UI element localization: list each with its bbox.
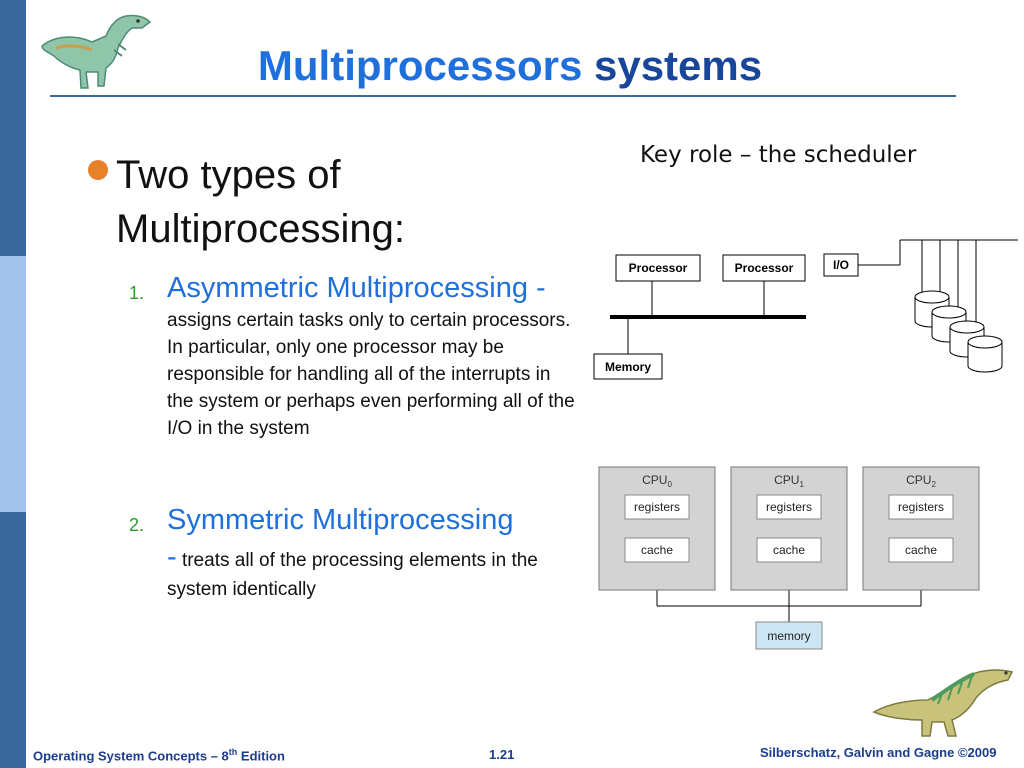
cache-label: cache: [773, 543, 805, 557]
footer-book-title: Operating System Concepts – 8: [33, 748, 229, 764]
dinosaur-icon: [872, 669, 1014, 737]
footer-copyright: Silberschatz, Galvin and Gagne ©2009: [760, 745, 997, 760]
item-number-2: 2.: [129, 515, 145, 535]
page-title: Multiprocessors systems: [150, 40, 870, 92]
memory-box: Memory: [593, 353, 663, 380]
processor-box-1: Processor: [615, 254, 701, 282]
cpu-subscript: 1: [799, 480, 804, 489]
title-part-2: systems: [593, 42, 763, 89]
io-label: I/O: [833, 258, 849, 272]
item-title: Symmetric Multiprocessing: [167, 504, 514, 536]
footer-edition: Edition: [237, 748, 285, 764]
processor-box-2: Processor: [722, 254, 806, 282]
cpu-box-2: CPU2 registers cache: [862, 466, 980, 591]
bus-diagram: Processor Processor I/O Memory: [593, 239, 1018, 380]
cpu-label: CPU: [642, 473, 667, 487]
cpu-subscript: 0: [667, 480, 672, 489]
cache-label: cache: [905, 543, 937, 557]
item-description: certain tasks only to certain processors…: [167, 310, 575, 439]
shared-memory-label: memory: [767, 629, 810, 643]
dinosaur-icon: [41, 14, 152, 89]
page-number: 1.21: [489, 747, 515, 762]
svg-text:CPU2: CPU2: [906, 473, 936, 489]
footer-superscript: th: [228, 747, 238, 757]
registers-label: registers: [898, 500, 944, 514]
list-item: Asymmetric Multiprocessing - assigns cer…: [167, 270, 579, 442]
cpu-label: CPU: [906, 473, 931, 487]
memory-label: Memory: [605, 360, 651, 374]
cache-label: cache: [641, 543, 673, 557]
cpu-box-0: CPU0 registers cache: [598, 466, 716, 591]
sidebar-stripe: [0, 0, 26, 768]
title-part-1: Multiprocessors: [257, 42, 583, 89]
svg-text:CPU0: CPU0: [642, 473, 672, 489]
item-title: Asymmetric Multiprocessing -: [167, 272, 546, 304]
item-description: treats all of the processing elements in…: [167, 550, 538, 600]
shared-memory-box: memory: [755, 621, 823, 650]
cpu-label: CPU: [774, 473, 799, 487]
svg-text:CPU1: CPU1: [774, 473, 804, 489]
item-description-lead: assigns: [167, 310, 232, 331]
processor-label-1: Processor: [629, 261, 688, 275]
footer-left: Operating System Concepts – 8th Edition: [33, 747, 285, 763]
list-item: Symmetric Multiprocessing - treats all o…: [167, 502, 579, 603]
processor-label-2: Processor: [735, 261, 794, 275]
io-box: I/O: [823, 253, 859, 277]
key-role-note: Key role – the scheduler: [640, 142, 917, 168]
bullet-icon: [88, 160, 108, 180]
bullet-text: Two types of Multiprocessing:: [116, 153, 406, 251]
title-divider: [50, 95, 956, 97]
registers-label: registers: [766, 500, 812, 514]
cpu-box-1: CPU1 registers cache: [730, 466, 848, 591]
item-number-1: 1.: [129, 283, 145, 303]
registers-label: registers: [634, 500, 680, 514]
disk-icon: [967, 335, 1003, 373]
smp-diagram: CPU0 registers cache CPU1 registers cach…: [598, 466, 980, 650]
item-dash: -: [167, 541, 177, 573]
cpu-subscript: 2: [931, 480, 936, 489]
